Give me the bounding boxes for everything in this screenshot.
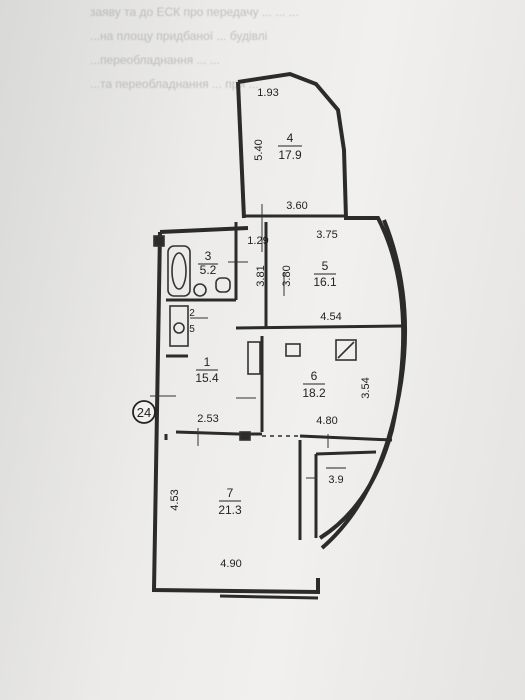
dim-label: 3.75 xyxy=(316,229,337,241)
dimension-ticks xyxy=(150,204,329,479)
dim-label: 3.80 xyxy=(281,265,293,286)
room-2-number: 2 xyxy=(189,308,195,319)
dim-label: 4.53 xyxy=(169,489,181,510)
marker-circle xyxy=(132,400,156,424)
closet-icon xyxy=(247,341,261,375)
fixtures xyxy=(153,235,357,441)
dim-label: 2.53 xyxy=(197,413,218,425)
bleed-line: ...на площу придбаної ... будівлі xyxy=(90,29,268,43)
room-7-number: 7 xyxy=(227,486,234,500)
room-3-number: 3 xyxy=(205,249,212,263)
room-3-area: 5.2 xyxy=(200,263,217,277)
dim-label: 4.54 xyxy=(320,311,341,323)
sink-icon xyxy=(193,283,207,297)
balcony-area: 3.9 xyxy=(328,474,343,486)
room-7-area: 21.3 xyxy=(218,503,242,517)
vent-shaft-icon xyxy=(153,235,165,247)
inner-walls xyxy=(164,214,403,600)
dim-label: 5.40 xyxy=(253,139,265,160)
dim-label: 4.90 xyxy=(220,558,241,570)
stove-icon xyxy=(335,339,357,361)
wc-cabin-icon xyxy=(169,305,189,347)
room-6-area: 18.2 xyxy=(302,386,326,400)
toilet-icon xyxy=(215,277,231,293)
bleed-line: заяву та до ЕСК про передачу ... ... ... xyxy=(90,5,299,19)
toilet-bowl-icon xyxy=(173,322,185,334)
bleed-through-text: заяву та до ЕСК про передачу ... ... ...… xyxy=(90,0,525,110)
dim-label: 4.80 xyxy=(316,415,337,427)
room-6-number: 6 xyxy=(311,369,318,383)
stove-diagonal xyxy=(337,341,355,359)
kitchen-sink-icon xyxy=(285,343,301,357)
room-5-area: 16.1 xyxy=(313,275,337,289)
bleed-line: ...та переобладнання ... при ... xyxy=(90,77,259,91)
bathtub-basin-icon xyxy=(171,252,187,290)
dim-label: 1.93 xyxy=(257,87,278,99)
room-1-number: 1 xyxy=(204,355,211,369)
dim-label: 1.29 xyxy=(247,235,268,247)
room-4-number: 4 xyxy=(287,131,294,145)
dim-label: 3.54 xyxy=(360,377,372,398)
bleed-line: ...переобладнання ... ... xyxy=(90,53,220,67)
room-5-number: 5 xyxy=(322,259,329,273)
dim-label: 3.81 xyxy=(255,265,267,286)
room-1-area: 15.4 xyxy=(195,371,219,385)
outer-walls xyxy=(151,71,407,595)
room-2-area: 5 xyxy=(189,324,195,335)
bathtub-icon xyxy=(167,245,191,297)
section-marker: 24 xyxy=(132,400,156,424)
column-icon xyxy=(239,431,251,441)
marker-label: 24 xyxy=(137,405,151,420)
dim-label: 3.60 xyxy=(286,200,307,212)
room-4-area: 17.9 xyxy=(278,148,302,162)
